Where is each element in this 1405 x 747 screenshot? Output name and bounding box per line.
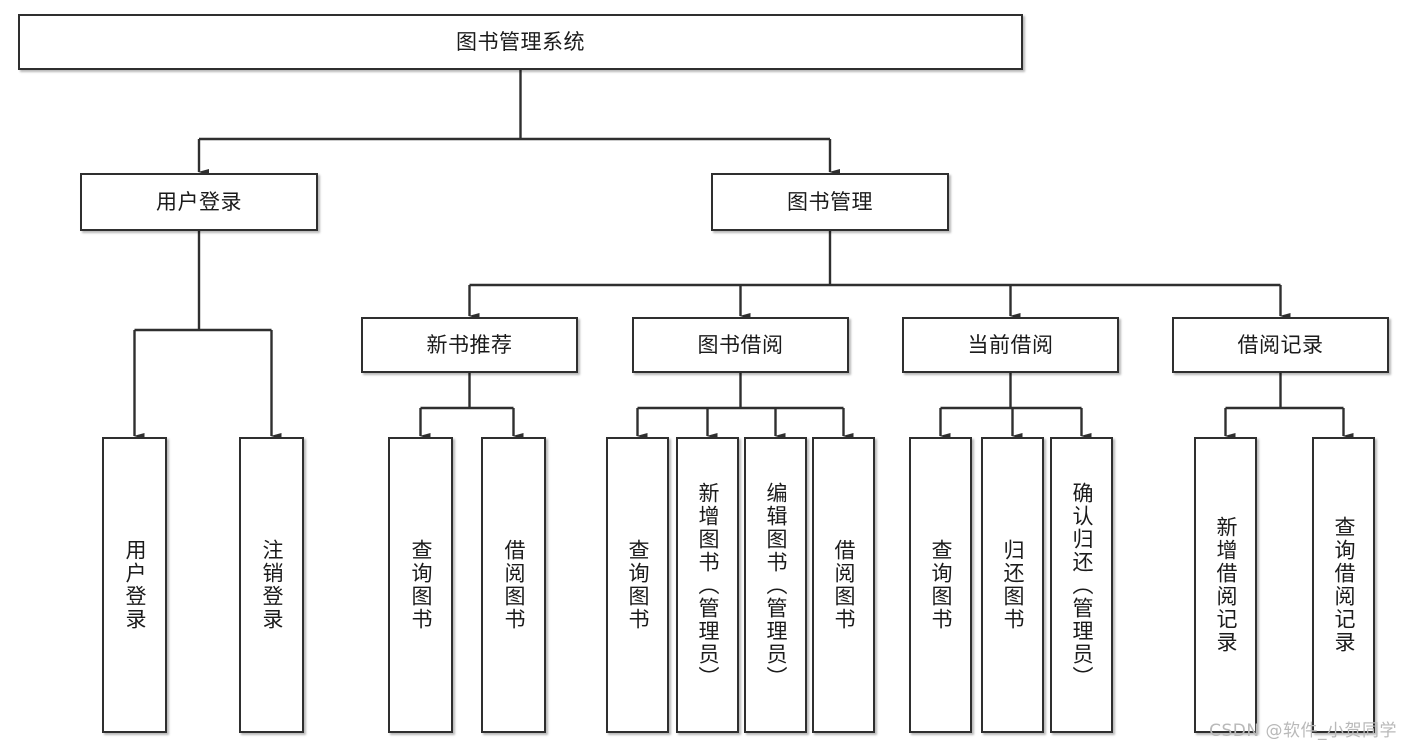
node-leaf-user-logout[interactable]: 注销登录 (239, 437, 304, 733)
node-leaf-borrow-book-1[interactable]: 借阅图书 (481, 437, 546, 733)
node-leaf-user-login[interactable]: 用户登录 (102, 437, 167, 733)
node-leaf-borrow-book-2[interactable]: 借阅图书 (812, 437, 875, 733)
node-label: 新增图书（管理员） (696, 481, 721, 689)
node-label: 新增借阅记录 (1214, 516, 1239, 654)
watermark-text: CSDN @软件_小贺同学 (1209, 721, 1397, 741)
node-book-manage[interactable]: 图书管理 (711, 173, 949, 231)
node-book-borrow[interactable]: 图书借阅 (632, 317, 849, 373)
node-label: 借阅记录 (1237, 332, 1324, 357)
node-label: 确认归还（管理员） (1070, 481, 1095, 689)
node-label: 借阅图书 (832, 539, 857, 631)
node-label: 查询借阅记录 (1332, 516, 1357, 654)
node-label: 用户登录 (156, 189, 242, 214)
node-borrow-record[interactable]: 借阅记录 (1172, 317, 1389, 373)
node-leaf-add-record[interactable]: 新增借阅记录 (1194, 437, 1257, 733)
node-label: 查询图书 (409, 539, 434, 631)
node-label: 图书管理系统 (456, 29, 585, 54)
node-label: 查询图书 (929, 539, 954, 631)
node-current-borrow[interactable]: 当前借阅 (902, 317, 1119, 373)
node-label: 图书借阅 (697, 332, 784, 357)
node-leaf-edit-book[interactable]: 编辑图书（管理员） (744, 437, 807, 733)
tree-connectors (133, 70, 1354, 439)
node-label: 借阅图书 (502, 539, 527, 631)
node-leaf-add-book[interactable]: 新增图书（管理员） (676, 437, 739, 733)
node-leaf-query-record[interactable]: 查询借阅记录 (1312, 437, 1375, 733)
node-label: 当前借阅 (967, 332, 1054, 357)
node-label: 用户登录 (123, 539, 148, 631)
node-leaf-query-book-1[interactable]: 查询图书 (388, 437, 453, 733)
node-root[interactable]: 图书管理系统 (18, 14, 1023, 70)
node-label: 归还图书 (1001, 539, 1026, 631)
node-label: 新书推荐 (426, 332, 513, 357)
node-label: 编辑图书（管理员） (764, 481, 789, 689)
node-leaf-confirm-ret[interactable]: 确认归还（管理员） (1050, 437, 1113, 733)
node-label: 注销登录 (260, 539, 285, 631)
node-leaf-query-book-2[interactable]: 查询图书 (606, 437, 669, 733)
node-new-book-rec[interactable]: 新书推荐 (361, 317, 578, 373)
node-user-login[interactable]: 用户登录 (80, 173, 318, 231)
node-label: 查询图书 (626, 539, 651, 631)
node-leaf-return-book[interactable]: 归还图书 (981, 437, 1044, 733)
node-leaf-query-book-3[interactable]: 查询图书 (909, 437, 972, 733)
node-label: 图书管理 (787, 189, 873, 214)
